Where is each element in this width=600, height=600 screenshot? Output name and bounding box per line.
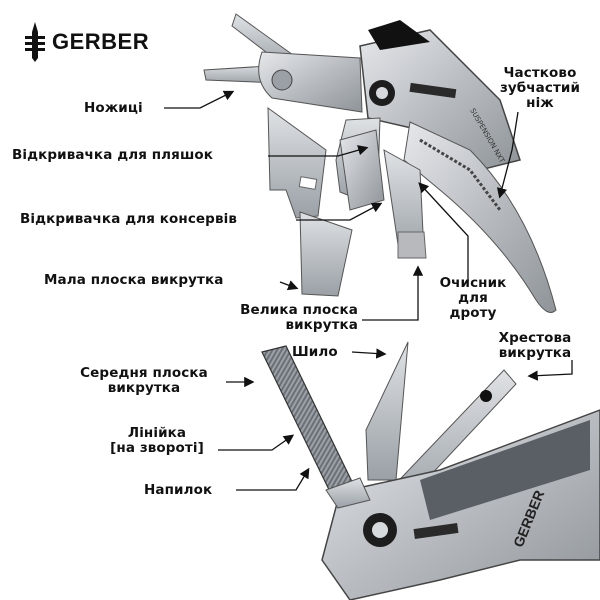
label-scissors: Ножиці	[84, 100, 143, 116]
label-bottle-opener: Відкривачка для пляшок	[12, 147, 214, 163]
gerber-blade-logo-icon	[25, 22, 45, 62]
leader-scissors	[164, 90, 235, 109]
leader-ruler	[218, 434, 295, 451]
leader-can-opener	[296, 202, 383, 221]
gerber-brand: GERBER	[22, 20, 149, 64]
brand-name: GERBER	[52, 29, 150, 54]
scissors-body	[258, 51, 363, 113]
label-can-opener: Відкривачка для консервів	[20, 211, 237, 227]
label-partially-serrated-knife: Частково зубчастий ніж	[499, 65, 581, 111]
label-large-flat-screwdriver: Велика плоска викрутка	[240, 302, 358, 333]
label-small-flat-screwdriver: Мала плоска викрутка	[44, 272, 224, 288]
serrated-knife	[403, 121, 557, 313]
leader-lines	[164, 90, 573, 491]
leader-large-flat	[362, 265, 424, 321]
lower-multitool: GERBER	[261, 341, 600, 600]
upper-multitool: SUSPENSION NXT	[203, 13, 557, 313]
leader-awl	[351, 348, 387, 359]
label-medium-flat-screwdriver: Середня плоска викрутка	[80, 365, 208, 396]
awl-tool	[365, 341, 409, 481]
label-wire-stripper: Очисник для дроту	[439, 275, 507, 321]
upper-handle-black-tip	[368, 20, 430, 50]
file-tool	[261, 345, 357, 501]
label-ruler: Лінійка [на звороті]	[110, 425, 204, 456]
leader-serrated-knife	[496, 111, 519, 199]
leader-phillips	[527, 360, 573, 381]
label-file: Напилок	[144, 482, 213, 498]
label-awl: Шило	[292, 344, 338, 360]
leader-small-flat	[279, 280, 299, 291]
leader-wire-stripper	[418, 182, 469, 282]
leader-bottle-opener	[268, 145, 369, 157]
label-phillips-screwdriver: Хрестова викрутка	[498, 330, 572, 361]
small-flat-screwdriver-tool	[299, 211, 353, 297]
can-opener-tool	[267, 107, 327, 219]
leader-file	[236, 467, 310, 491]
lower-handle-dark-insert	[420, 420, 590, 520]
